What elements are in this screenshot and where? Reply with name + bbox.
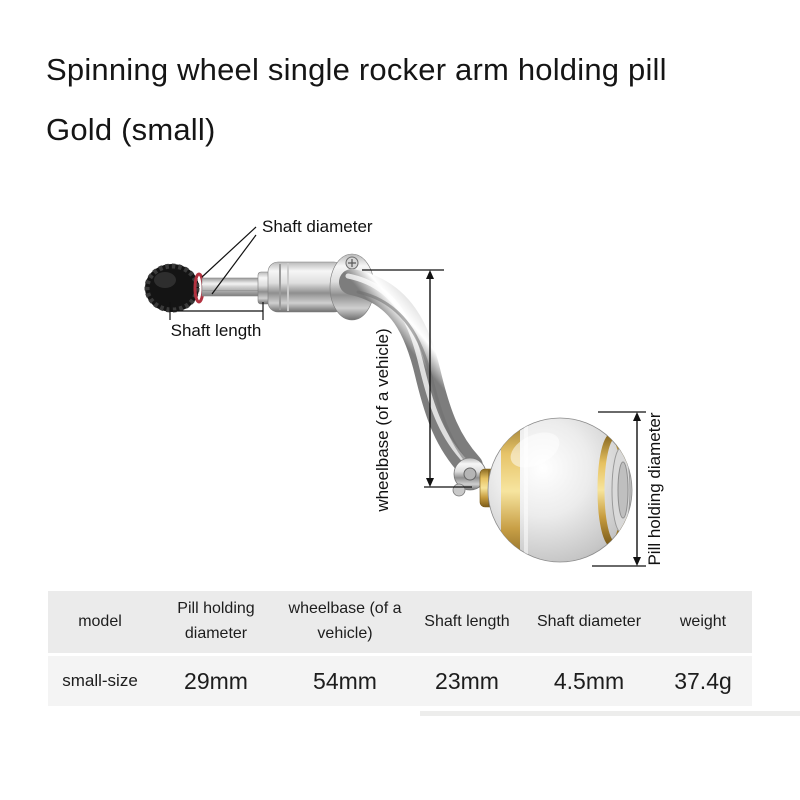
header-weight: weight	[654, 591, 752, 653]
gold-band	[501, 418, 520, 562]
shaft-length-label: Shaft length	[171, 321, 262, 340]
header-pill-diameter: Pill holding diameter	[152, 591, 280, 653]
annotation-wheelbase: wheelbase (of a vehicle)	[362, 269, 472, 513]
title-line2: Gold (small)	[46, 112, 216, 147]
header-wheelbase: wheelbase (of a vehicle)	[280, 591, 410, 653]
header-model: model	[48, 591, 152, 653]
annotation-pill-diameter: Pill holding diameter	[592, 411, 664, 567]
cell-weight: 37.4g	[654, 656, 752, 706]
spec-table: model Pill holding diameter wheelbase (o…	[48, 588, 752, 709]
cell-pill-diameter: 29mm	[152, 656, 280, 706]
partial-next-section-strip	[420, 711, 800, 716]
rocker-arm	[339, 269, 483, 479]
knuckle-joint	[452, 457, 487, 497]
spec-data-row: small-size 29mm 54mm 23mm 4.5mm 37.4g	[48, 656, 752, 706]
cell-wheelbase: 54mm	[280, 656, 410, 706]
ball-knob	[487, 417, 633, 563]
page-title: Spinning wheel single rocker arm holding…	[46, 40, 667, 160]
wheelbase-label: wheelbase (of a vehicle)	[373, 328, 392, 512]
shaft-diameter-label: Shaft diameter	[262, 217, 373, 236]
header-shaft-length: Shaft length	[410, 591, 524, 653]
annotation-shaft-diameter: Shaft diameter	[201, 217, 373, 295]
cell-model: small-size	[48, 656, 152, 706]
spec-header-row: model Pill holding diameter wheelbase (o…	[48, 591, 752, 653]
black-knob	[144, 263, 205, 313]
cell-shaft-length: 23mm	[410, 656, 524, 706]
header-shaft-diameter: Shaft diameter	[524, 591, 654, 653]
annotation-shaft-length: Shaft length	[169, 302, 264, 340]
pill-diameter-label: Pill holding diameter	[645, 412, 664, 565]
title-line1: Spinning wheel single rocker arm holding…	[46, 52, 667, 87]
cell-shaft-diameter: 4.5mm	[524, 656, 654, 706]
